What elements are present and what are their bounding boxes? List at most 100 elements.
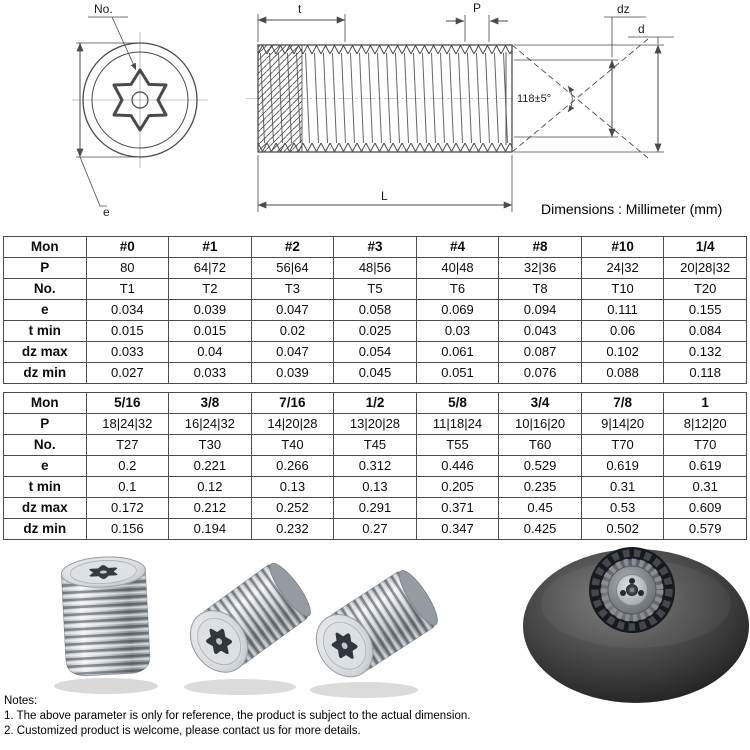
dimension-dz [514,16,646,138]
value-cell: 0.087 [498,341,582,363]
label-angle: 118±5° [517,93,551,105]
value-cell: 0.045 [333,362,417,384]
row-label: t min [3,320,87,342]
label-dz: dz [617,2,630,16]
value-cell: 9|14|20 [580,413,665,435]
value-cell: T55 [415,434,500,456]
value-cell: T1 [85,278,170,300]
value-cell: 0.221 [168,455,252,477]
value-cell: 0.043 [498,320,582,342]
value-cell: 0.039 [250,362,335,384]
value-cell: 0.172 [85,497,170,519]
torx-socket [206,628,233,655]
column-header: #1 [168,236,252,258]
value-cell: 0.579 [663,518,747,540]
value-cell: T10 [580,278,665,300]
value-cell: 0.53 [580,497,665,519]
photo-clutch-assembly [523,547,749,703]
value-cell: 0.04 [168,341,252,363]
row-label: dz min [3,518,87,540]
value-cell: 0.45 [498,497,582,519]
value-cell: 0.102 [580,341,665,363]
value-cell: 0.058 [333,299,417,321]
row-label: No. [3,278,87,300]
screw2-shadow [184,679,296,695]
value-cell: 0.132 [663,341,747,363]
value-cell: 0.619 [663,455,747,477]
column-header: #3 [333,236,417,258]
value-cell: 0.076 [498,362,582,384]
value-cell: 0.025 [333,320,417,342]
photo-set-screw-angled-2 [315,570,438,678]
product-photos [54,547,749,703]
value-cell: 0.252 [250,497,335,519]
value-cell: 0.31 [663,476,747,498]
value-cell: T45 [333,434,417,456]
value-cell: 0.347 [415,518,500,540]
value-cell: T8 [498,278,582,300]
side-view-screw [246,44,524,153]
row-label: e [3,299,87,321]
notes-title: Notes: [4,695,38,707]
value-cell: 40|48 [415,257,500,279]
value-cell: 0.205 [415,476,500,498]
value-cell: 0.212 [168,497,252,519]
value-cell: T40 [250,434,335,456]
value-cell: 0.033 [168,362,252,384]
value-cell: 0.02 [250,320,335,342]
value-cell: 0.03 [415,320,500,342]
dimension-e [76,42,136,207]
dimension-p [446,15,508,42]
value-cell: T6 [415,278,500,300]
value-cell: 0.291 [333,497,417,519]
row-label: P [3,257,87,279]
photo-set-screw-angled-1 [189,562,311,673]
value-cell: 24|32 [580,257,665,279]
value-cell: T60 [498,434,582,456]
label-t: t [298,2,302,16]
value-cell: 18|24|32 [85,413,170,435]
value-cell: 0.118 [663,362,747,384]
value-cell: 0.061 [415,341,500,363]
torx-star-outline [112,68,168,132]
value-cell: 0.051 [415,362,500,384]
value-cell: 0.155 [663,299,747,321]
value-cell: 32|36 [498,257,582,279]
row-label: dz max [3,341,87,363]
column-header: #4 [415,236,500,258]
value-cell: 0.12 [168,476,252,498]
leader-no [88,16,137,71]
column-header: 7/16 [250,392,335,414]
row-label: No. [3,434,87,456]
technical-drawing: e No. t P 118±5° [72,1,722,219]
value-cell: 20|28|32 [663,257,747,279]
value-cell: 0.371 [415,497,500,519]
value-cell: 48|56 [333,257,417,279]
photo-set-screw-standing [60,556,151,677]
value-cell: 0.2 [85,455,170,477]
row-label: dz min [3,362,87,384]
notes-section: Notes: 1. The above parameter is only fo… [4,694,470,739]
row-label: e [3,455,87,477]
value-cell: 0.446 [415,455,500,477]
value-cell: 0.047 [250,341,335,363]
column-header: #2 [250,236,335,258]
label-e: e [103,205,110,219]
value-cell: 0.31 [580,476,665,498]
value-cell: 0.266 [250,455,335,477]
value-cell: 0.312 [333,455,417,477]
value-cell: 0.529 [498,455,582,477]
value-cell: 0.619 [580,455,665,477]
screw3-shadow [310,682,418,698]
column-header: 1/4 [663,236,747,258]
column-header: 7/8 [580,392,665,414]
